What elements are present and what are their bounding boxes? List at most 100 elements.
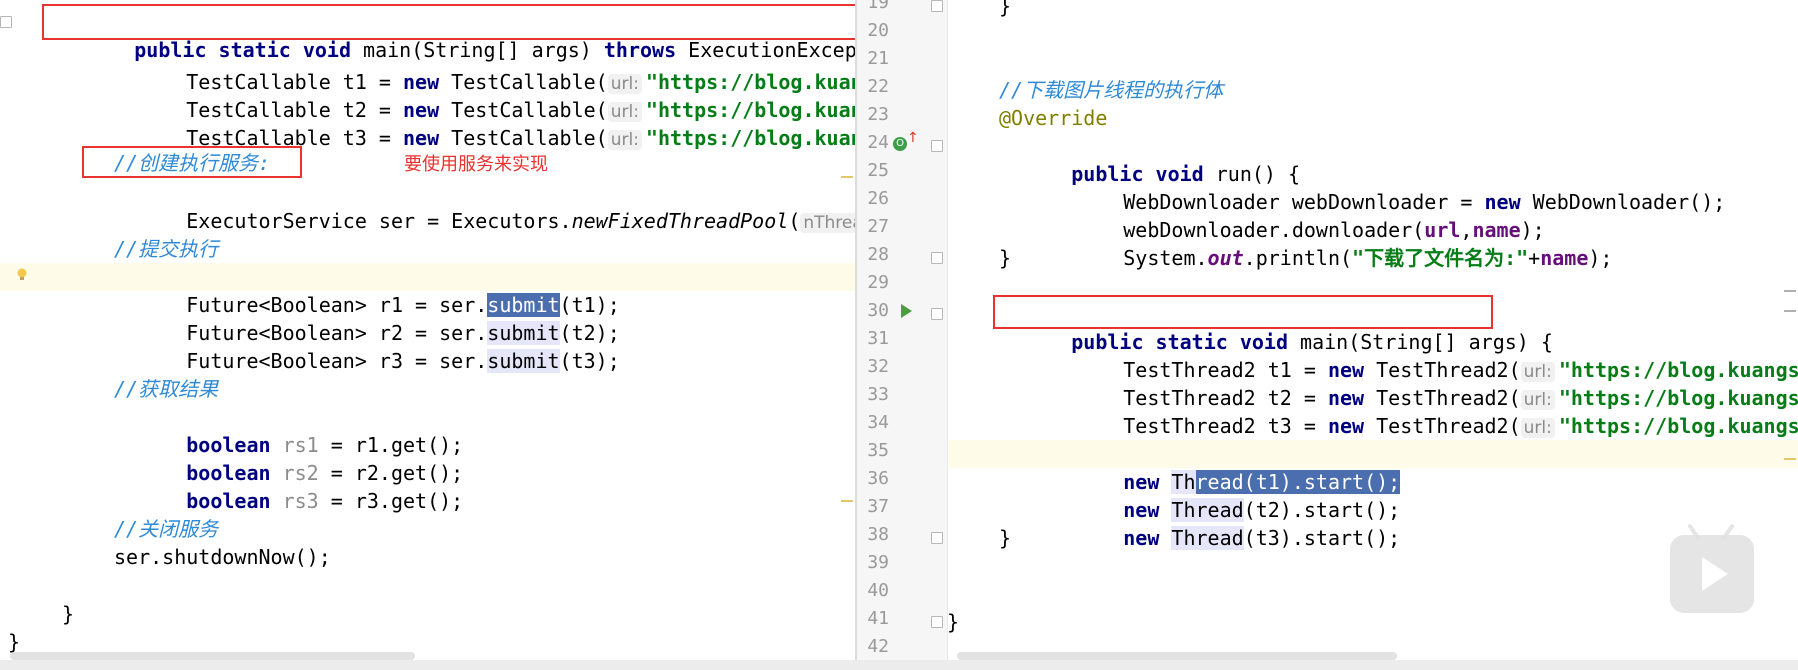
code-line[interactable]: //创建执行服务: xyxy=(0,149,855,177)
line-number: 38 xyxy=(867,524,889,545)
code-line[interactable]: TestThread2 t1 = new TestThread2(url:"ht… xyxy=(857,328,1798,382)
code-line[interactable]: WebDownloader webDownloader = new WebDow… xyxy=(857,160,1798,214)
closing-brace: } xyxy=(947,610,960,634)
code-line[interactable]: TestCallable t1 = new TestCallable(url:"… xyxy=(0,40,855,94)
keyword: boolean xyxy=(186,433,271,457)
field-ref: name xyxy=(1472,218,1521,242)
declaration: TestThread2 t2 = xyxy=(1123,386,1328,410)
param-hint: nThrea xyxy=(800,213,855,233)
closing-brace: } xyxy=(999,526,1012,550)
code-line[interactable]: } xyxy=(857,0,1798,20)
constructor: TestCallable( xyxy=(439,70,608,94)
declaration: Future<Boolean> r2 = ser. xyxy=(186,321,488,345)
gutter-separator xyxy=(947,0,948,670)
code-line[interactable]: webDownloader.downloader(url,name); xyxy=(857,188,1798,242)
play-icon xyxy=(1702,557,1728,591)
keyword: new xyxy=(1484,190,1521,214)
code-line[interactable]: TestCallable t3 = new TestCallable(url:"… xyxy=(0,96,855,150)
code-line[interactable]: public void run() { xyxy=(857,132,1798,186)
code-line[interactable]: new Thread(t2).start(); xyxy=(857,468,1798,522)
override-method-icon[interactable]: O xyxy=(893,137,907,151)
field-ref: name xyxy=(1540,246,1589,270)
code-line[interactable]: ExecutorService ser = Executors.newFixed… xyxy=(0,179,855,233)
fold-marker[interactable] xyxy=(931,308,943,320)
code-line[interactable]: boolean rs2 = r2.get(); xyxy=(0,431,855,485)
fold-marker[interactable] xyxy=(931,532,943,544)
line-number: 25 xyxy=(867,160,889,181)
line-number: 31 xyxy=(867,328,889,349)
horizontal-scrollbar[interactable] xyxy=(957,652,1397,660)
keyword: boolean xyxy=(186,461,271,485)
fold-marker[interactable] xyxy=(931,252,943,264)
run-main-icon[interactable] xyxy=(901,304,912,318)
highlight-box-main xyxy=(993,295,1493,329)
param-hint: url: xyxy=(1520,362,1555,382)
constructor: TestThread2( xyxy=(1364,358,1521,382)
line-number: 34 xyxy=(867,412,889,433)
fold-marker[interactable] xyxy=(931,616,943,628)
code-line[interactable]: //获取结果 xyxy=(0,375,855,403)
line-number: 20 xyxy=(867,20,889,41)
status-bar xyxy=(0,660,1798,670)
code-line[interactable]: boolean rs1 = r1.get(); xyxy=(0,403,855,457)
code-line[interactable]: Future<Boolean> r3 = ser.submit(t3); xyxy=(0,319,855,373)
constructor: TestCallable( xyxy=(439,98,608,122)
code-line[interactable]: TestThread2 t2 = new TestThread2(url:"ht… xyxy=(857,356,1798,410)
arguments: (t1); xyxy=(559,293,620,317)
code-line[interactable]: System.out.println("下载了文件名为:"+name); xyxy=(857,216,1798,270)
method-signature: main(String[] args) xyxy=(351,38,604,62)
code-line[interactable]: TestThread2 t3 = new TestThread2(url:"ht… xyxy=(857,384,1798,438)
code-line-current[interactable]: Future<Boolean> r1 = ser.submit(t1); xyxy=(0,263,855,317)
line-number: 23 xyxy=(867,104,889,125)
code-line[interactable]: Future<Boolean> r2 = ser.submit(t2); xyxy=(0,291,855,345)
constructor: TestCallable( xyxy=(439,126,608,150)
code-line[interactable]: TestCallable t2 = new TestCallable(url:"… xyxy=(0,68,855,122)
call: (t2).start(); xyxy=(1243,498,1401,522)
fold-marker[interactable] xyxy=(931,140,943,152)
code-line[interactable]: } xyxy=(0,600,855,628)
code-line[interactable]: @Override xyxy=(857,104,1798,132)
fold-marker[interactable] xyxy=(931,0,943,12)
keyword: new xyxy=(1123,498,1160,522)
horizontal-scrollbar[interactable] xyxy=(10,652,415,660)
comment: //获取结果 xyxy=(114,377,219,401)
code-line[interactable]: } xyxy=(857,524,1798,552)
code-line[interactable]: } xyxy=(857,608,1798,636)
keyword: public static void xyxy=(134,38,351,62)
line-number: 24 xyxy=(867,132,889,153)
code-line[interactable]: public static void main(String[] args) { xyxy=(857,300,1798,354)
bulb-icon[interactable] xyxy=(16,268,28,282)
call-end: ); xyxy=(1588,246,1613,270)
fold-marker[interactable] xyxy=(0,16,12,28)
string-literal: "https://blog.kuang xyxy=(645,98,855,122)
line-number: 28 xyxy=(867,244,889,265)
code-line[interactable]: //提交执行 xyxy=(0,235,855,263)
comment: //关闭服务 xyxy=(114,517,219,541)
code-line[interactable]: boolean rs3 = r3.get(); xyxy=(0,459,855,513)
keyword: new xyxy=(403,98,440,122)
line-number: 35 xyxy=(867,440,889,461)
code-line[interactable]: //关闭服务 xyxy=(0,515,855,543)
declaration: TestThread2 t1 = xyxy=(1123,358,1328,382)
arguments: (t3); xyxy=(559,349,620,373)
expression: = r1.get(); xyxy=(318,433,464,457)
declaration: ExecutorService ser = Executors. xyxy=(186,209,572,233)
expression: = r3.get(); xyxy=(318,489,464,513)
right-editor-pane[interactable]: 19 20 21 22 23 24 25 26 27 28 29 30 31 3… xyxy=(857,0,1798,670)
code-line[interactable]: } xyxy=(857,244,1798,272)
left-editor-pane[interactable]: public static void main(String[] args) t… xyxy=(0,0,855,670)
code-line[interactable]: new Thread(t3).start(); xyxy=(857,496,1798,550)
code-line[interactable]: public static void main(String[] args) t… xyxy=(0,8,855,62)
highlight-box-main xyxy=(42,4,855,40)
pane-divider[interactable] xyxy=(855,0,857,670)
code-line[interactable]: } xyxy=(0,628,855,656)
closing-brace: } xyxy=(62,602,75,626)
line-number: 41 xyxy=(867,608,889,629)
code-line-current[interactable]: new Thread(t1).start(); xyxy=(949,440,1798,494)
line-number-gutter[interactable]: 19 20 21 22 23 24 25 26 27 28 29 30 31 3… xyxy=(857,0,947,670)
code-line[interactable]: ser.shutdownNow(); xyxy=(0,543,855,571)
call: (t3).start(); xyxy=(1243,526,1401,550)
code-line[interactable]: //下载图片线程的执行体 xyxy=(857,76,1798,104)
param-hint: url: xyxy=(607,102,642,122)
static-method: newFixedThreadPool xyxy=(571,209,789,233)
